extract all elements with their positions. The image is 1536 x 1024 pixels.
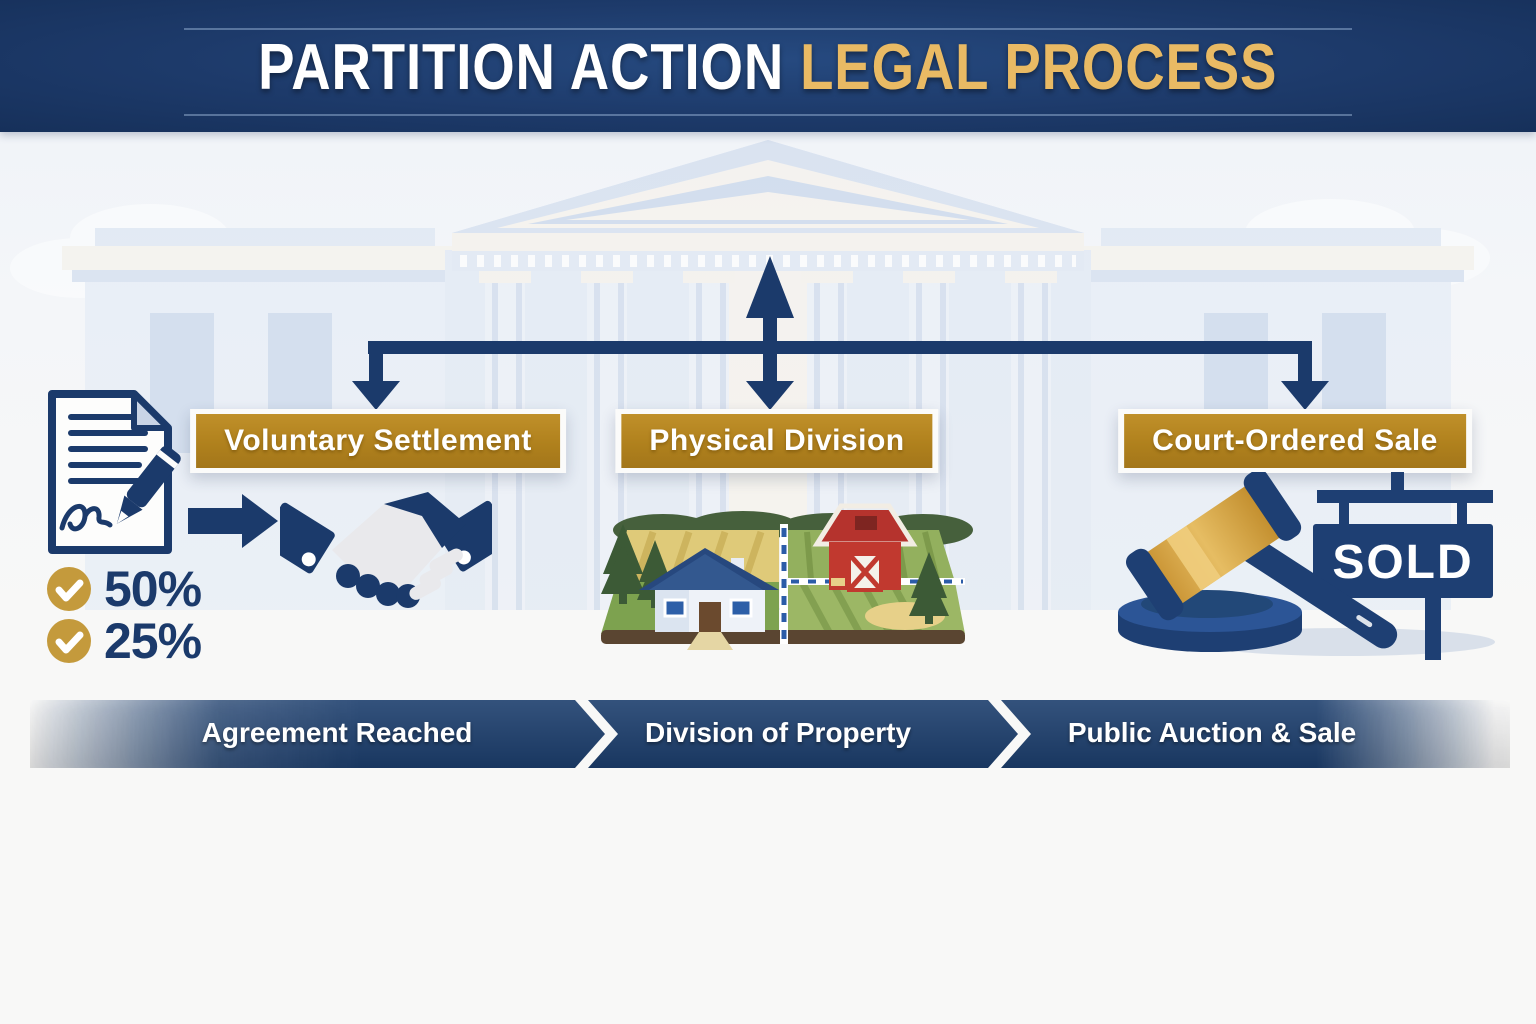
share-value: 25% [104,613,202,669]
branch-banner-court-ordered-sale: Court-Ordered Sale [1118,409,1472,473]
timeline-segment-3 [1001,700,1510,768]
page-title: PARTITION ACTION LEGAL PROCESS [258,29,1277,104]
gavel-handle [1233,532,1398,649]
divided-farm-illustration [601,503,973,650]
gold-check-icon [47,619,91,663]
barn-icon [812,503,918,592]
timeline-step-agreement: Agreement Reached [201,717,473,748]
gavel-base [1118,590,1302,652]
courthouse-entablature [452,233,1084,271]
branch-banner-physical-division: Physical Division [615,409,939,473]
sold-sign-label: SOLD [1332,536,1473,589]
left-sleeve [280,502,335,574]
navy-hand [384,492,466,548]
timeline-segment-2 [588,700,1018,768]
header-rule-top [184,28,1352,30]
gripping-fingers [336,564,420,608]
gold-check-icon [47,567,91,611]
page-title-primary: PARTITION ACTION [258,29,801,103]
gavel-head [1125,472,1302,621]
share-value: 50% [104,561,202,617]
courthouse-pediment [452,140,1084,250]
branch-banner-voluntary-settlement: Voluntary Settlement [190,409,566,473]
branch-label: Voluntary Settlement [196,414,560,468]
gavel-and-sold-sign-icon: SOLD [1118,472,1495,660]
signature-squiggle [59,503,113,532]
pine-tree-right [909,552,949,624]
light-hand [332,504,442,588]
timeline-segment-1 [30,700,605,768]
signed-agreement-document-icon [48,390,181,554]
pen-icon [116,445,181,524]
branch-label: Court-Ordered Sale [1124,414,1466,468]
header-banner: PARTITION ACTION LEGAL PROCESS [0,0,1536,132]
right-arrow-icon [188,494,278,548]
timeline-step-auction: Public Auction & Sale [1067,717,1357,748]
timeline-step-division: Division of Property [644,717,912,748]
page-title-accent: LEGAL PROCESS [800,29,1278,103]
light-fingers [409,548,463,600]
share-row-25: 25% [46,612,202,670]
house-icon [639,548,779,650]
branch-label: Physical Division [621,414,933,468]
handshake-icon [280,492,492,608]
share-row-50: 50% [46,560,202,618]
sold-sign: SOLD [1313,472,1493,660]
header-rule-bottom [184,114,1352,116]
